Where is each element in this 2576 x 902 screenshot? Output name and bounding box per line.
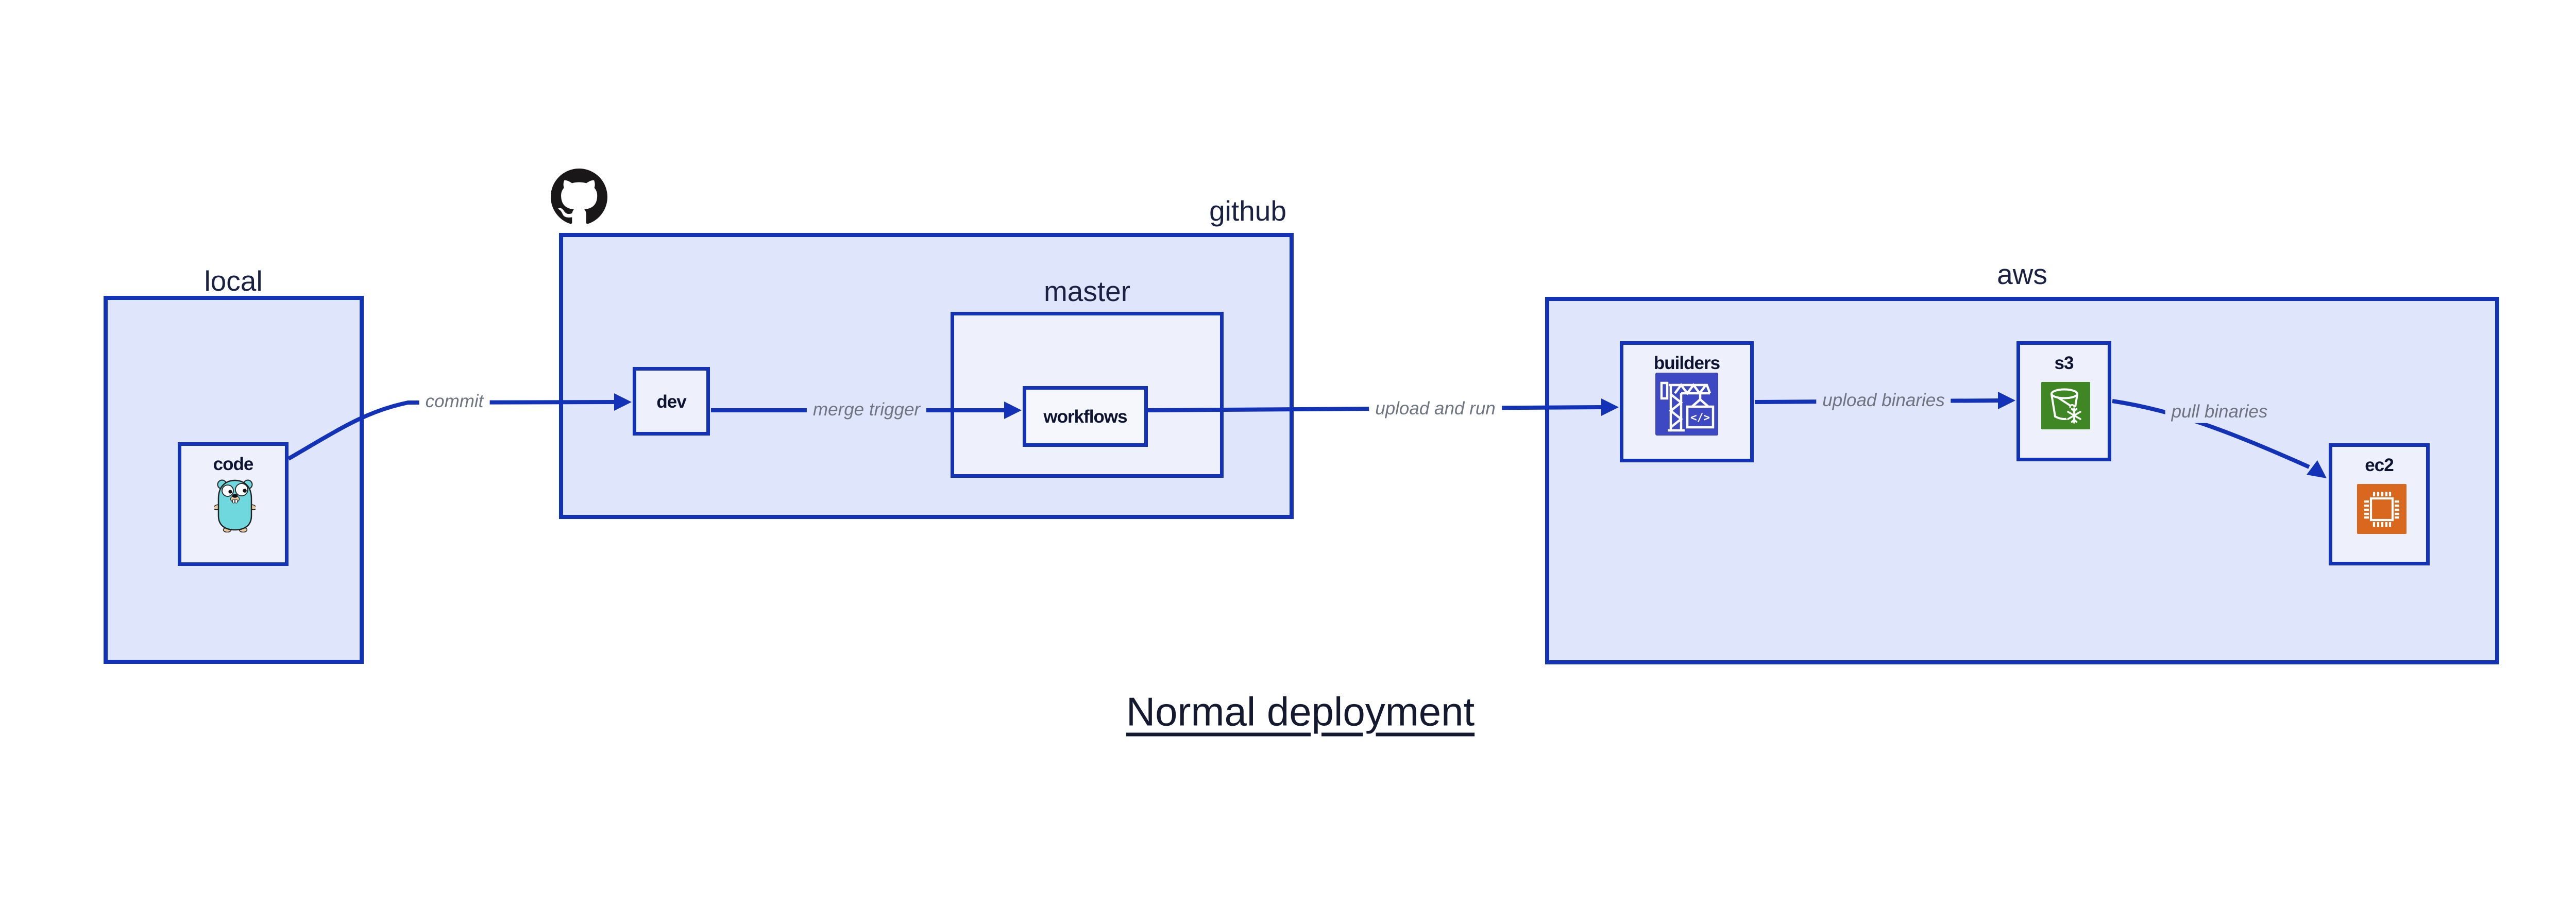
- ec2-label: ec2: [2365, 455, 2394, 475]
- dev-label: dev: [656, 391, 686, 412]
- node-builders: builders </>: [1620, 341, 1754, 462]
- node-s3: s3: [2016, 341, 2111, 461]
- code-label: code: [213, 454, 254, 474]
- arrowhead-upload-binaries: [1998, 392, 2015, 409]
- s3-bucket-snowflake-icon: [2041, 382, 2090, 429]
- edge-pull-binaries: [2112, 399, 2310, 469]
- codebuild-crane-icon: </>: [1655, 373, 1718, 436]
- arrowhead-merge-trigger: [1004, 402, 1022, 419]
- builders-label: builders: [1653, 353, 1720, 373]
- edge-commit: [287, 400, 616, 461]
- master-label: master: [1043, 275, 1131, 307]
- diagram-title: Normal deployment: [1126, 689, 1475, 734]
- upload-binaries-edge-label: upload binaries: [1816, 389, 1951, 412]
- local-label: local: [204, 265, 263, 297]
- s3-label: s3: [2054, 353, 2074, 373]
- arrowhead-pull-binaries: [2307, 460, 2327, 478]
- arrowhead-commit: [614, 393, 632, 411]
- node-ec2: ec2: [2329, 443, 2430, 565]
- arrowhead-upload-and-run: [1601, 398, 1619, 416]
- commit-edge-label: commit: [419, 390, 490, 413]
- upload-and-run-edge-label: upload and run: [1369, 397, 1502, 420]
- workflows-label: workflows: [1043, 407, 1127, 427]
- node-workflows: workflows: [1023, 386, 1148, 447]
- pull-binaries-edge-label: pull binaries: [2165, 400, 2274, 423]
- aws-label: aws: [1997, 258, 2047, 290]
- node-dev: dev: [633, 367, 710, 436]
- ec2-chip-icon: [2357, 484, 2406, 534]
- builders-icon-code-text: </>: [1690, 411, 1710, 424]
- merge-trigger-edge-label: merge trigger: [806, 398, 927, 421]
- node-code: code: [178, 442, 289, 566]
- go-gopher-icon: [213, 478, 257, 533]
- github-mark-icon: [551, 169, 607, 225]
- github-label: github: [1209, 195, 1286, 227]
